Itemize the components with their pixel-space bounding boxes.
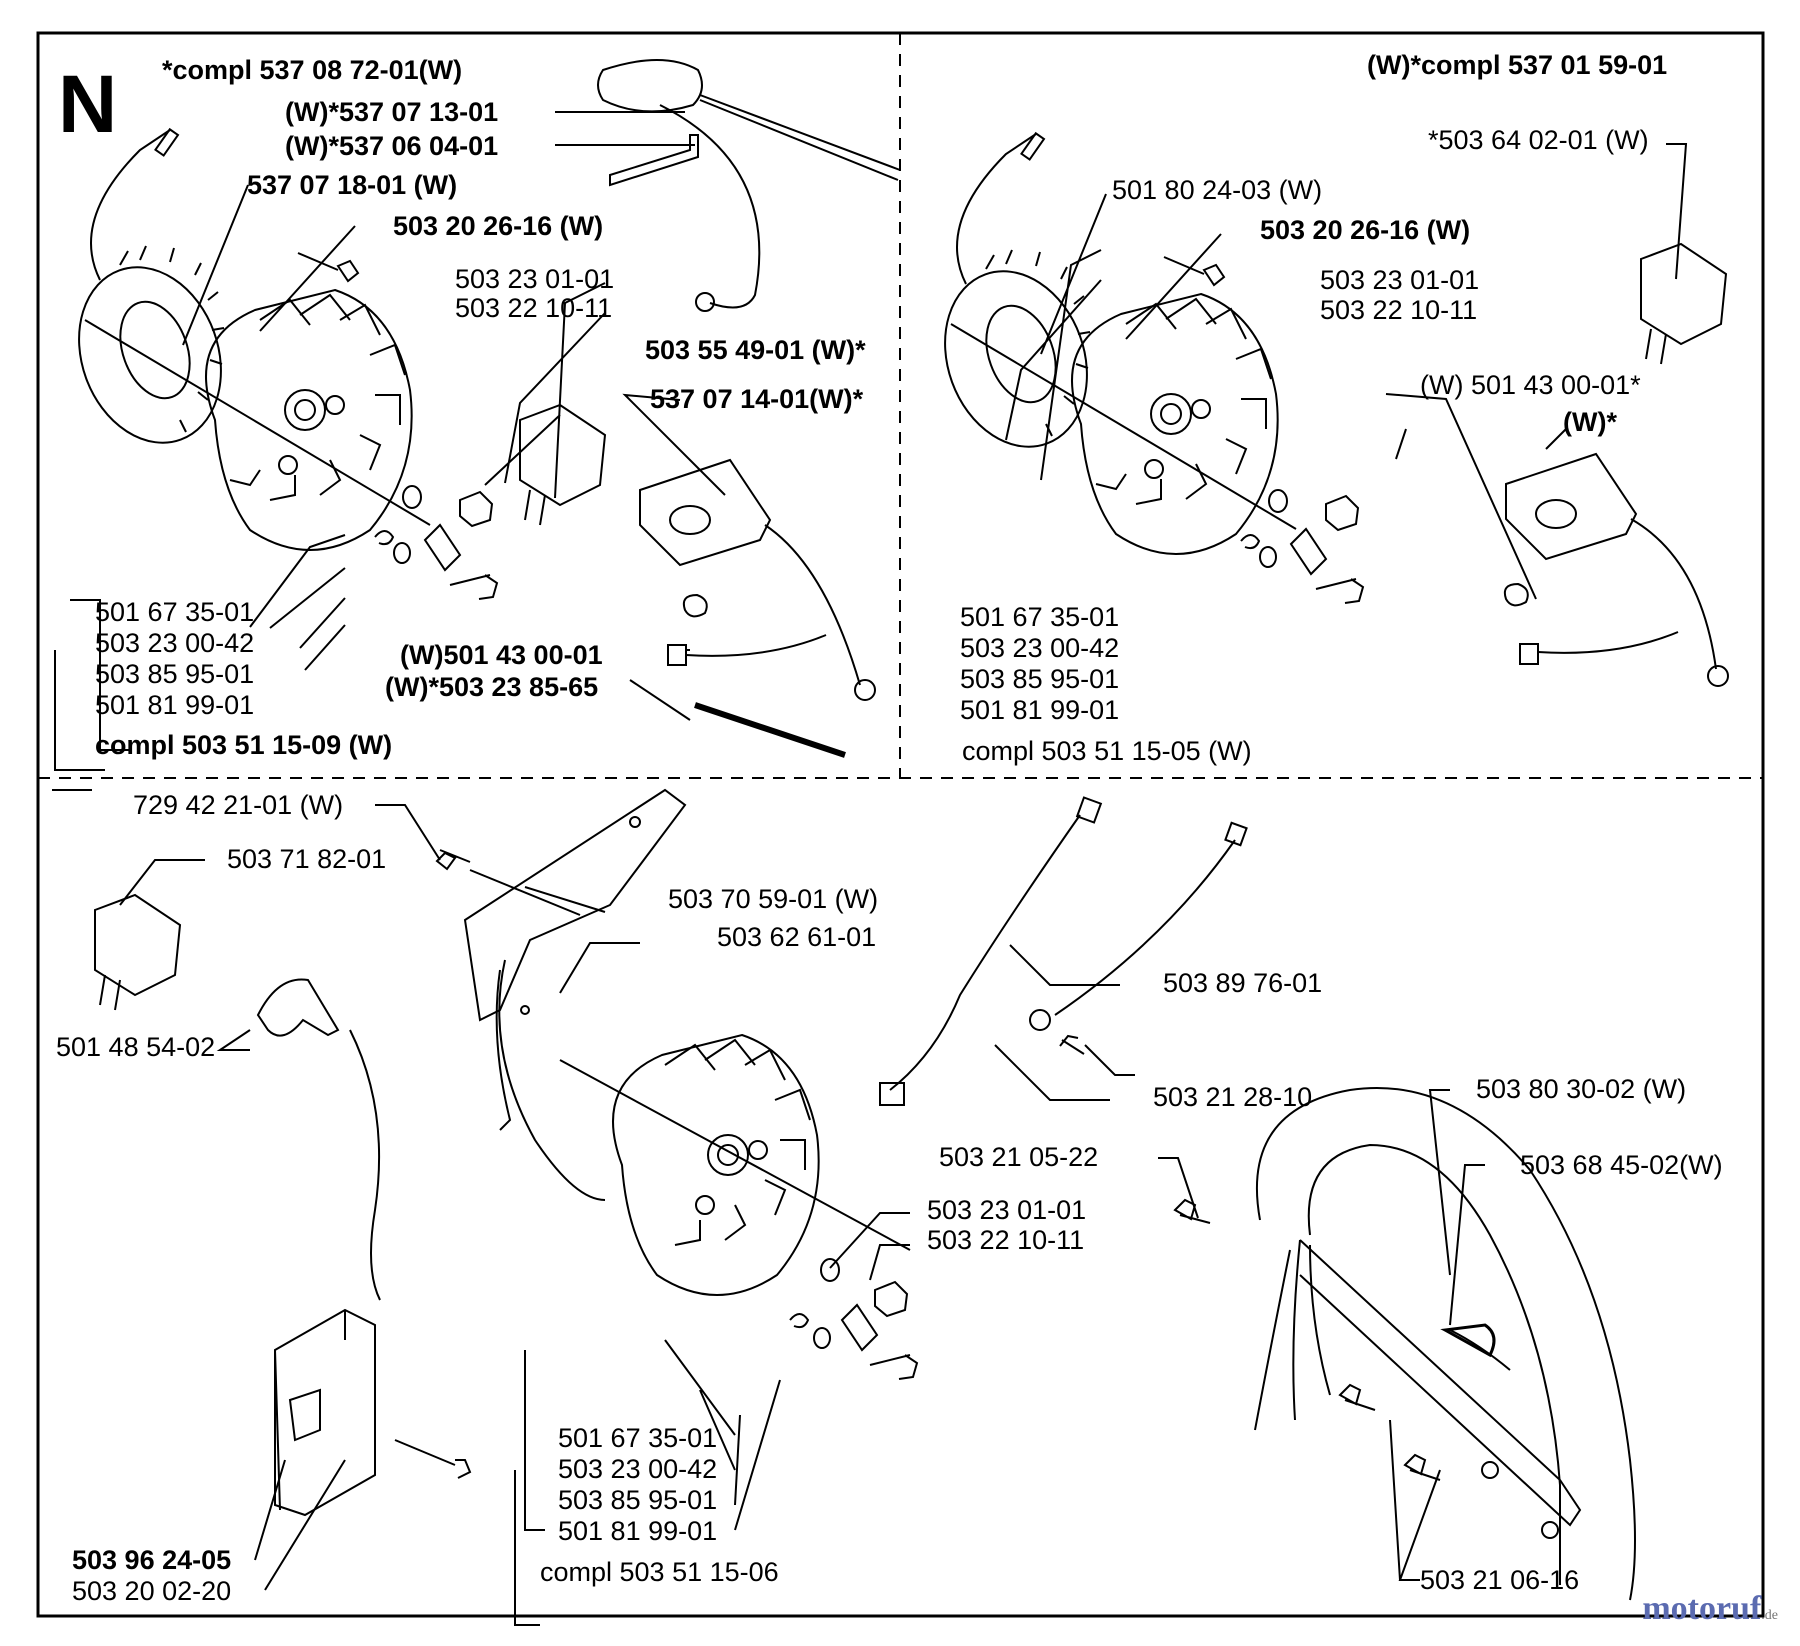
part-label: 501 67 35-01 [95,597,255,627]
part-label: 503 20 26-16 (W) [393,211,604,241]
part-label: 503 96 24-05 [72,1545,232,1575]
part-label: 503 89 76-01 [1163,968,1323,998]
watermark-logo: motoruf.de [1642,1590,1778,1627]
part-label: 503 80 30-02 (W) [1476,1074,1687,1104]
part-label: 503 22 10-11 [1320,295,1478,325]
part-label: 503 22 10-11 [455,293,613,323]
part-label: 503 21 05-22 [939,1142,1099,1172]
part-label: *compl 537 08 72-01(W) [162,55,463,85]
part-label: 503 23 00-42 [95,628,255,658]
part-label: compl 503 51 15-09 (W) [95,730,393,760]
part-label: 503 68 45-02(W) [1520,1150,1723,1180]
bottom-assembly [94,788,1636,1626]
part-label: (W)*537 07 13-01 [285,97,499,127]
part-label: compl 503 51 15-05 (W) [962,736,1252,766]
part-label: 503 71 82-01 [227,844,387,874]
part-label: 537 07 18-01 (W) [247,170,458,200]
part-label: 503 20 02-20 [72,1576,232,1606]
part-label: 501 81 99-01 [960,695,1120,725]
part-label: 503 62 61-01 [717,922,877,952]
part-label: 503 85 95-01 [558,1485,718,1515]
tr-assembly [944,131,1729,687]
part-label: 503 85 95-01 [960,664,1120,694]
part-label: 501 81 99-01 [558,1516,718,1546]
part-label: (W)*compl 537 01 59-01 [1367,50,1668,80]
part-label: 503 20 26-16 (W) [1260,215,1471,245]
part-label: 501 67 35-01 [558,1423,718,1453]
part-label: 503 23 01-01 [455,264,615,294]
part-label: 501 67 35-01 [960,602,1120,632]
part-label: 503 21 28-10 [1153,1082,1313,1112]
part-label: (W)501 43 00-01 [400,640,603,670]
part-label: (W)*503 23 85-65 [385,672,599,702]
part-label: 503 23 01-01 [1320,265,1480,295]
part-label: compl 503 51 15-06 [540,1557,779,1587]
part-label: 501 80 24-03 (W) [1112,175,1323,205]
part-label: (W)*537 06 04-01 [285,131,499,161]
part-label: (W) 501 43 00-01* [1420,370,1641,400]
part-label: 537 07 14-01(W)* [650,384,864,414]
part-label: 503 55 49-01 (W)* [645,335,866,365]
part-label: 729 42 21-01 (W) [133,790,344,820]
part-label: 503 23 00-42 [960,633,1120,663]
part-label: 501 48 54-02 [56,1032,216,1062]
part-label: 503 23 01-01 [927,1195,1087,1225]
part-label: 503 21 06-16 [1420,1565,1580,1595]
part-label: 503 22 10-11 [927,1225,1085,1255]
part-label: 501 81 99-01 [95,690,255,720]
part-label: 503 85 95-01 [95,659,255,689]
tl-assembly [52,59,901,791]
section-letter: N [58,59,118,150]
part-label: 503 70 59-01 (W) [668,884,879,914]
part-label: (W)* [1563,407,1617,437]
part-label: 503 23 00-42 [558,1454,718,1484]
part-label: *503 64 02-01 (W) [1428,125,1649,155]
